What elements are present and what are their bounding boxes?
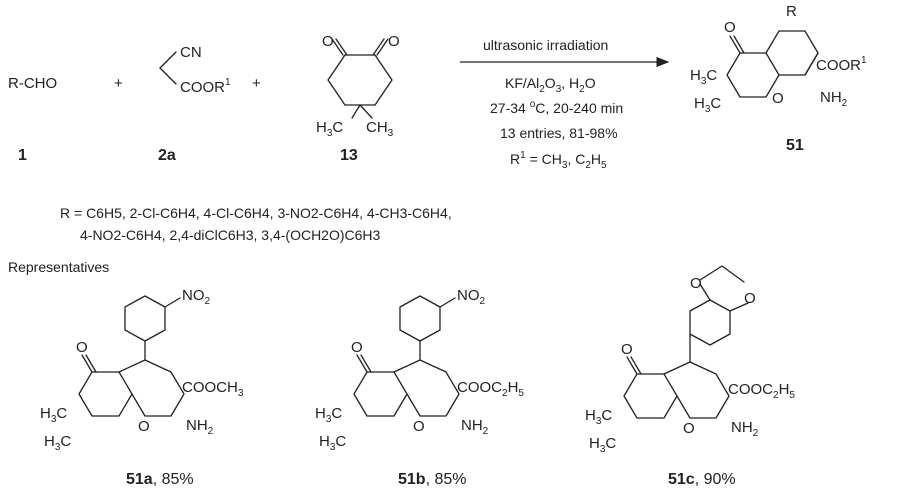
svg-text:H3C: H3C xyxy=(44,433,71,453)
svg-text:O: O xyxy=(724,19,736,36)
svg-text:NH2: NH2 xyxy=(820,89,848,109)
compound-label: 51 xyxy=(786,137,804,154)
representative-label-51c: 51c, 90% xyxy=(668,471,736,488)
svg-text:H3C: H3C xyxy=(40,405,67,425)
svg-text:O: O xyxy=(772,90,784,107)
representative-51c: O O O COOC2H5 O NH2 H3C H3C 51c, 90% xyxy=(585,265,795,488)
svg-text:CH3: CH3 xyxy=(366,119,394,139)
plus-sign: + xyxy=(252,75,261,92)
svg-text:NH2: NH2 xyxy=(186,417,214,437)
product-51-structure: O R COOR1 O NH2 H3C H3C xyxy=(690,3,867,115)
svg-text:COOR1: COOR1 xyxy=(816,55,867,74)
ester-group: COOR xyxy=(180,79,225,96)
reactant-dimedone: O O H3C CH3 xyxy=(316,33,400,139)
plus-sign: + xyxy=(114,75,123,92)
svg-text:H3C: H3C xyxy=(319,433,346,453)
svg-text:NO2: NO2 xyxy=(457,287,486,307)
svg-text:H3C: H3C xyxy=(585,407,612,427)
dioxole-oxygen: O xyxy=(744,290,756,307)
svg-text:O: O xyxy=(621,341,633,358)
svg-text:COOC2H5: COOC2H5 xyxy=(457,379,524,399)
svg-text:COOC2H5: COOC2H5 xyxy=(728,381,795,401)
condition-temperature-time: 27-34 oC, 20-240 min xyxy=(490,99,623,116)
svg-text:NO2: NO2 xyxy=(182,287,211,307)
compound-label: 13 xyxy=(340,147,358,164)
representative-51a: NO2 O COOCH3 O NH2 H3C H3C 51a, 85% xyxy=(40,287,244,488)
condition-r1: R1 = CH3, C2H5 xyxy=(510,150,607,171)
svg-text:NH2: NH2 xyxy=(461,417,489,437)
svg-text:R: R xyxy=(786,3,797,20)
ketone-oxygen: O xyxy=(388,33,400,50)
condition-entries: 13 entries, 81-98% xyxy=(500,125,618,141)
representative-label-51b: 51b, 85% xyxy=(398,471,467,488)
svg-text:O: O xyxy=(351,339,363,356)
svg-text:O: O xyxy=(76,339,88,356)
svg-text:H3C: H3C xyxy=(315,405,342,425)
reactant-aldehyde: R-CHO xyxy=(8,75,57,92)
dioxole-oxygen: O xyxy=(690,275,702,292)
cyano-group: CN xyxy=(180,44,202,61)
reactant-cyanoacetate: CN COOR1 xyxy=(159,44,231,96)
compound-label: 1 xyxy=(18,147,27,164)
ester-superscript: 1 xyxy=(225,77,231,88)
svg-text:O: O xyxy=(683,420,695,437)
svg-text:NH2: NH2 xyxy=(731,419,759,439)
compound-label: 2a xyxy=(158,147,176,164)
svg-text:H3C: H3C xyxy=(316,119,343,139)
svg-text:COOCH3: COOCH3 xyxy=(182,379,244,399)
svg-text:H3C: H3C xyxy=(589,435,616,455)
svg-text:H3C: H3C xyxy=(690,67,717,87)
representative-label-51a: 51a, 85% xyxy=(126,471,194,488)
svg-text:COOR1: COOR1 xyxy=(180,77,231,96)
ketone-oxygen: O xyxy=(322,33,334,50)
r-definition-line1: R = C6H5, 2-Cl-C6H4, 4-Cl-C6H4, 3-NO2-C6… xyxy=(60,205,452,221)
representative-51b: NO2 O COOC2H5 O NH2 H3C H3C 51b, 85% xyxy=(315,287,524,488)
condition-reagents: KF/Al2O3, H2O xyxy=(505,75,596,95)
r-definition-line2: 4-NO2-C6H4, 2,4-diClC6H3, 3,4-(OCH2O)C6H… xyxy=(80,227,381,243)
svg-text:O: O xyxy=(413,418,425,435)
svg-text:H3C: H3C xyxy=(694,95,721,115)
representatives-title: Representatives xyxy=(8,259,109,275)
arrow-condition-above: ultrasonic irradiation xyxy=(483,37,608,53)
svg-text:O: O xyxy=(138,418,150,435)
